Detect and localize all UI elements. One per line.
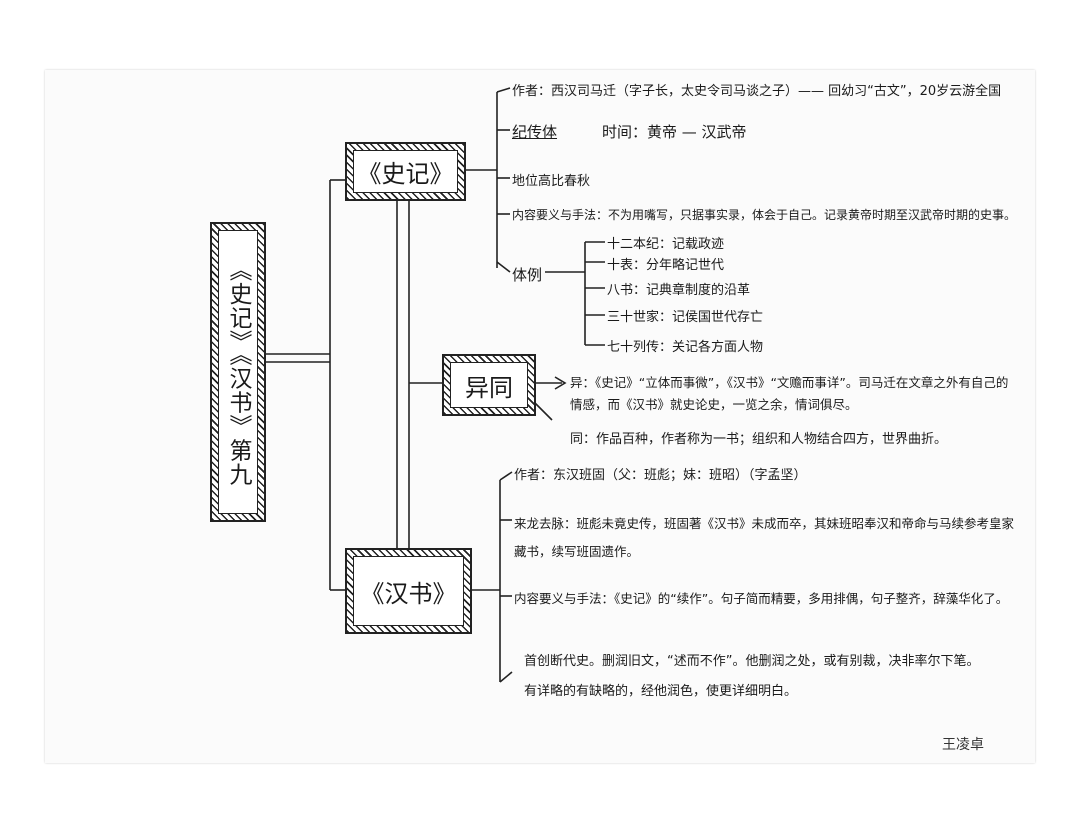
hanshu-author: 作者：东汉班固（父：班彪；妹：班昭）（字孟坚） xyxy=(514,468,807,483)
shiji-part: 十二本纪：记载政迹 xyxy=(607,237,725,252)
hanshu-content: 内容要义与手法：《史记》的“续作”。句子简而精要，多用排偶，句子整齐，辞藻华化了… xyxy=(514,591,1009,606)
shiji-author: 作者：西汉司马迁（字子长，太史令司马谈之子）—— 回幼习“古文”，20岁云游全国 xyxy=(512,84,1002,99)
shiji-compare: 地位高比春秋 xyxy=(512,174,591,189)
yitong-yi: 异：《史记》“立体而事微”，《汉书》“文赡而事详”。司马迁在文章之外有自己的情感… xyxy=(570,375,1009,412)
shiji-box: 《史记》 xyxy=(345,142,466,201)
shiji-part: 七十列传：关记各方面人物 xyxy=(607,340,764,355)
main-title: 《史记》《汉书》第九 xyxy=(225,257,251,487)
shiji-part: 八书：记典章制度的沿革 xyxy=(607,283,751,298)
shiji-time: 时间：黄帝 — 汉武帝 xyxy=(602,123,747,141)
yitong-tong: 同：作品百种，作者称为一书；组织和人物结合四方，世界曲折。 xyxy=(570,432,948,447)
hanshu-detail: 有详略的有缺略的，经他润色，使更详细明白。 xyxy=(524,684,798,699)
main-title-box: 《史记》《汉书》第九 xyxy=(210,222,266,522)
yitong-label: 异同 xyxy=(465,373,513,402)
shiji-part: 三十世家：记侯国世代存亡 xyxy=(607,310,764,325)
shiji-part: 十表：分年略记世代 xyxy=(607,258,725,273)
yitong-box: 异同 xyxy=(442,354,536,416)
shiji-content: 内容要义与手法：不为用嘴写，只据事实录，体会于自己。记录黄帝时期至汉武帝时期的史… xyxy=(512,208,1017,222)
hanshu-origin: 来龙去脉：班彪未竟史传，班固著《汉书》未成而卒，其妹班昭奉汉和帝命与马续参考皇家… xyxy=(514,516,1015,559)
hanshu-box: 《汉书》 xyxy=(345,548,472,634)
hanshu-firsts: 首创断代史。删润旧文，“述而不作”。他删润之处，或有别裁，决非率尔下笔。 xyxy=(524,654,980,669)
shiji-style: 纪传体 xyxy=(512,123,558,141)
shiji-label: 《史记》 xyxy=(357,160,454,188)
hanshu-label: 《汉书》 xyxy=(360,579,457,608)
signature: 王凌卓 xyxy=(942,737,984,753)
shiji-tili: 体例 xyxy=(512,266,543,284)
